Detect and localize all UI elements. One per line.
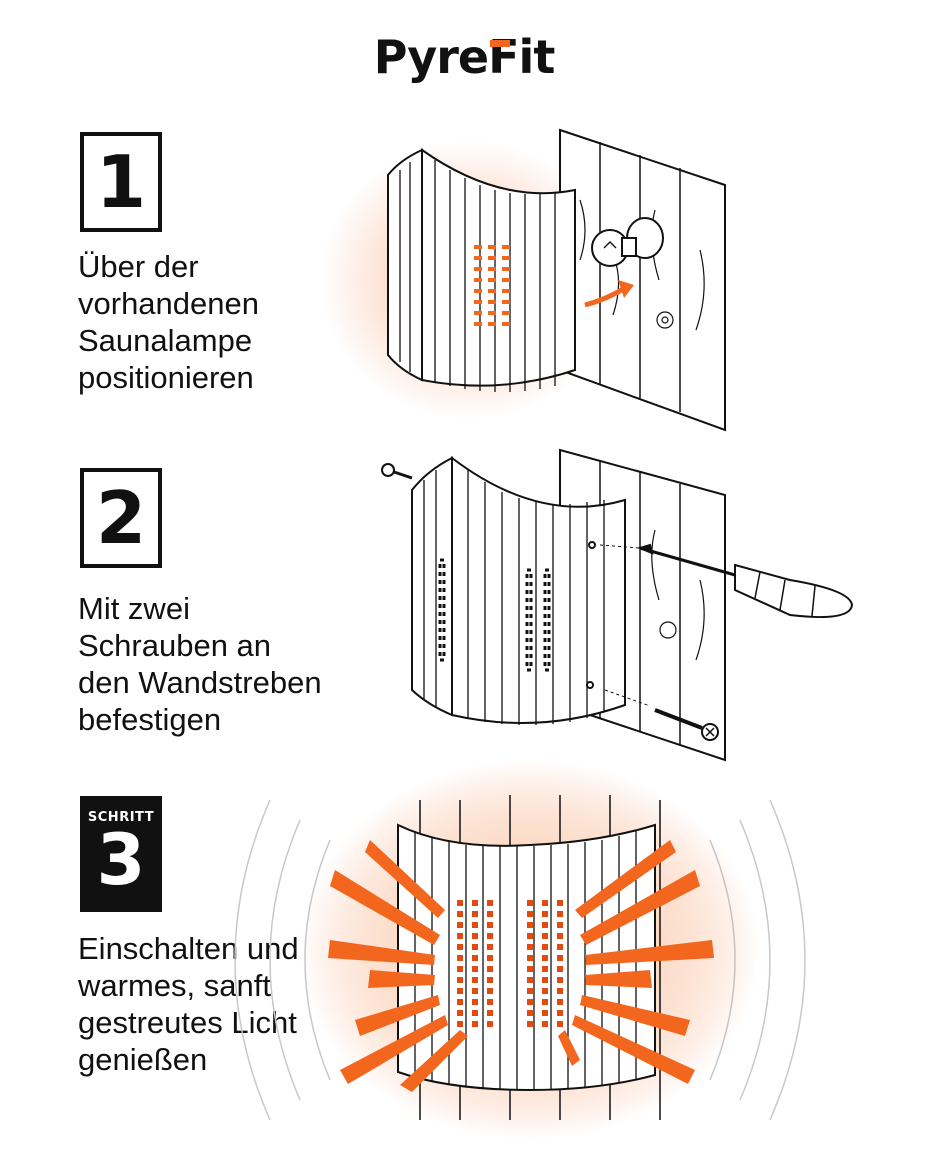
lamp-shade bbox=[387, 148, 576, 392]
light-rays bbox=[328, 840, 714, 1092]
lamp-shade bbox=[411, 455, 626, 725]
step-1-illustration bbox=[320, 128, 726, 432]
screwdriver-icon bbox=[637, 543, 854, 618]
step-1-number: 1 bbox=[95, 140, 147, 224]
step-1-text: Über der vorhandenen Saunalampe position… bbox=[78, 249, 259, 395]
brand-logo: PyreFit bbox=[0, 30, 928, 84]
step-3-tag: SCHRITT bbox=[87, 809, 155, 825]
step-2-number-box: 2 bbox=[80, 468, 162, 568]
step-3-text: Einschalten und warmes, sanft gestreutes… bbox=[78, 931, 299, 1077]
step-2-number: 2 bbox=[95, 476, 147, 560]
step-3-number-box: SCHRITT 3 bbox=[80, 796, 162, 912]
brand-name-part1: Pyre bbox=[373, 30, 489, 84]
guide-lines bbox=[599, 544, 651, 707]
arrow-head bbox=[618, 280, 634, 298]
wood-wall bbox=[559, 128, 726, 432]
step-2-illustration bbox=[381, 448, 854, 762]
shade-slots bbox=[474, 245, 510, 326]
step-3-number: 3 bbox=[96, 818, 146, 901]
screw-icon bbox=[381, 463, 413, 480]
lamp-bulb-icon bbox=[591, 217, 664, 267]
shade-slots bbox=[438, 558, 551, 672]
step-3-illustration bbox=[234, 760, 806, 1140]
step-1-number-box: 1 bbox=[80, 132, 162, 232]
brand-name-part2: Fit bbox=[488, 30, 555, 84]
screw-icon bbox=[654, 708, 719, 741]
step-2-text: Mit zwei Schrauben an den Wandstreben be… bbox=[78, 591, 322, 737]
